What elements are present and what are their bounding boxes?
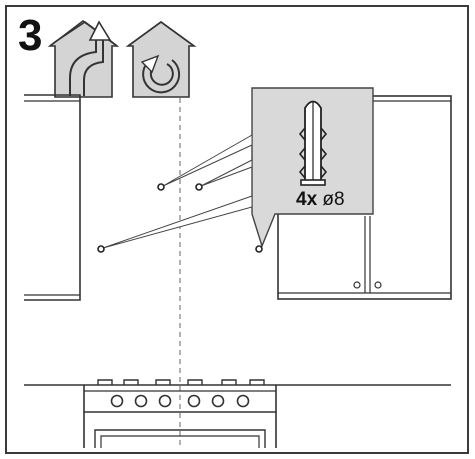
cabinet-knob [353,281,361,289]
cooker [83,379,277,448]
cooker-knob [134,394,148,408]
cooker-knob [211,394,225,408]
wall-plug-icon [298,100,328,186]
cooker-knob [187,394,201,408]
drill-hole [255,245,263,253]
left-wall-cabinet [24,94,81,301]
cooker-knob [158,394,172,408]
drill-hole [157,183,165,191]
cooker-knob [236,394,250,408]
plug-quantity-label: 4x ø8 [296,190,345,210]
panel-frame [5,5,469,454]
extraction-mode-icon [47,20,120,98]
step-number: 3 [18,11,43,60]
plug-diameter: ø8 [322,189,345,210]
cooker-knob [110,394,124,408]
wall-plug-callout [102,87,374,249]
cabinet-knob [374,281,382,289]
recirculation-mode-icon [125,21,197,98]
plug-quantity: 4x [296,189,318,210]
drill-hole [97,245,105,253]
drill-hole [195,183,203,191]
